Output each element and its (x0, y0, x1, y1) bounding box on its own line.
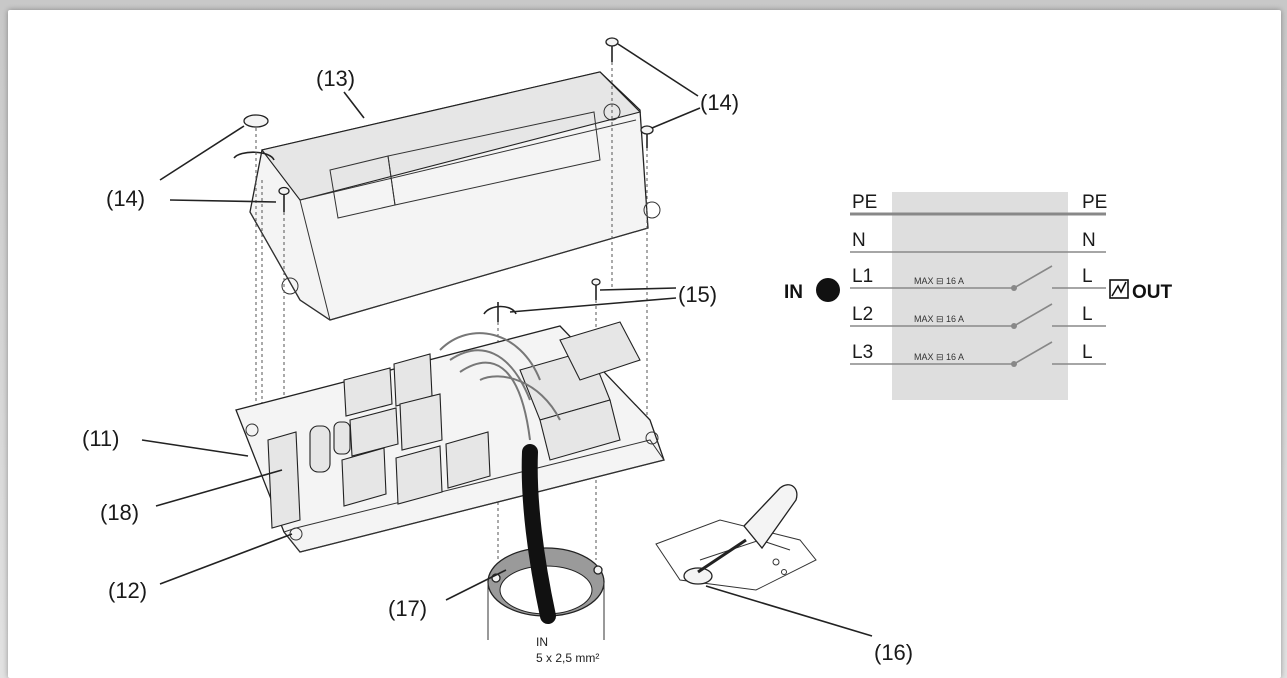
relay-switch-icon (1011, 265, 1053, 367)
base-plate (235, 321, 665, 553)
terminal-left-l3: L3 (852, 342, 873, 363)
fuse-label-l2: MAX ⊟ 16 A (914, 314, 964, 324)
fuse-label-l1: MAX ⊟ 16 A (914, 276, 964, 286)
device-box (892, 192, 1068, 400)
terminal-left-n: N (852, 230, 866, 251)
terminal-right-l3: L (1082, 342, 1093, 363)
callout-17: (17) (388, 596, 427, 621)
callout-16: (16) (874, 640, 913, 665)
cable-label-spec: 5 x 2,5 mm² (536, 651, 599, 665)
callout-14-right: (14) (700, 90, 739, 115)
callout-15: (15) (678, 282, 717, 307)
cable-label-in: IN (536, 635, 548, 649)
callout-12: (12) (108, 578, 147, 603)
terminal-left-l2: L2 (852, 304, 873, 325)
power-cable (521, 444, 556, 624)
screw-icon (233, 37, 654, 322)
terminal-right-n: N (1082, 230, 1096, 251)
in-label: IN (784, 282, 803, 303)
terminal-left-l1: L1 (852, 266, 873, 287)
terminal-left-pe: PE (852, 192, 877, 213)
terminal-right-l2: L (1082, 304, 1093, 325)
callout-18: (18) (100, 500, 139, 525)
screwdriver-detail (655, 484, 817, 591)
output-load-icon (1109, 279, 1129, 299)
leader-lines (141, 43, 873, 637)
callout-13: (13) (316, 66, 355, 91)
input-dot-icon (816, 278, 840, 302)
terminal-right-l1: L (1082, 266, 1093, 287)
installation-diagram: (13) (14) (14) (15) (11) (18) (12) (17) … (82, 37, 1173, 665)
wiring-schematic: PE N L1 L2 L3 PE N L L L MAX ⊟ 16 A MAX … (784, 192, 1173, 400)
callout-14-left: (14) (106, 186, 145, 211)
housing-cover (249, 71, 661, 321)
terminal-right-pe: PE (1082, 192, 1107, 213)
out-label: OUT (1132, 282, 1173, 303)
fuse-label-l3: MAX ⊟ 16 A (914, 352, 964, 362)
diagram-panel: (13) (14) (14) (15) (11) (18) (12) (17) … (8, 10, 1281, 678)
callout-11: (11) (82, 426, 120, 451)
